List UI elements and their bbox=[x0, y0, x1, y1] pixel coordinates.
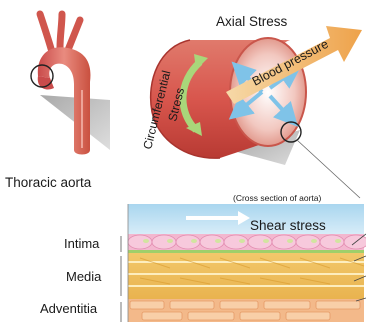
axial-stress-label: Axial Stress bbox=[216, 14, 288, 29]
media-label: Media bbox=[66, 269, 102, 284]
thoracic-aorta-illustration bbox=[31, 14, 110, 155]
cross-section-label: (Cross section of aorta) bbox=[233, 193, 322, 203]
thoracic-aorta-label: Thoracic aorta bbox=[5, 175, 92, 190]
cross-section-illustration bbox=[128, 204, 366, 322]
intima-label: Intima bbox=[64, 236, 100, 251]
shear-stress-label: Shear stress bbox=[250, 218, 326, 233]
adventitia-label: Adventitia bbox=[40, 301, 98, 316]
connector-line bbox=[297, 140, 360, 198]
